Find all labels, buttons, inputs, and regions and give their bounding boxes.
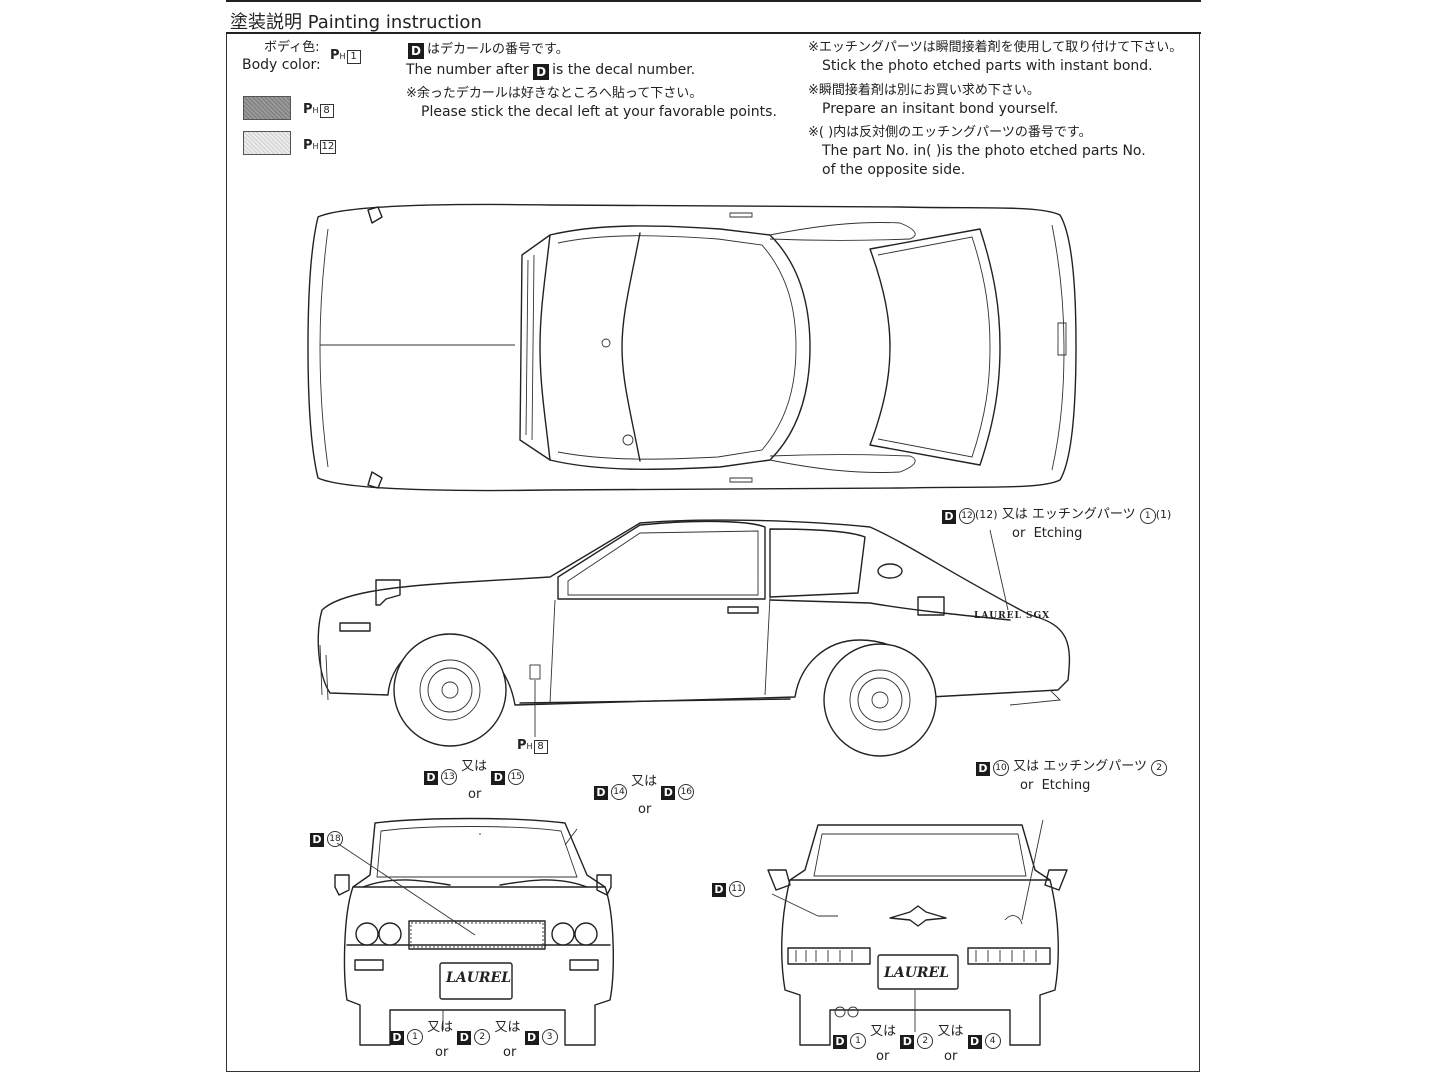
rear-plate-text: LAUREL (884, 965, 950, 981)
etching-note3-ja: ※( )内は反対側のエッチングパーツの番号です。 (808, 125, 1092, 140)
leftover-decal-note-en: Please stick the decal left at your favo… (421, 104, 777, 120)
etching-note1-en: Stick the photo etched parts with instan… (822, 58, 1153, 74)
instruction-frame (226, 34, 1200, 1072)
header-bar: 塗装説明 Painting instruction (226, 6, 1201, 34)
leftover-decal-note-ja: ※余ったデカールは好きなところへ貼って下さい。 (406, 86, 703, 101)
car-top-view (307, 203, 1077, 492)
paint-swatch-8 (243, 96, 291, 120)
callout-front-right-or: or (638, 802, 652, 817)
callout-front-bottom-or2: or (503, 1045, 517, 1060)
body-color-label-en: Body color: (242, 57, 321, 73)
callout-rear-bottom-or2: or (944, 1049, 958, 1064)
callout-side-badge-en: or Etching (1012, 526, 1083, 541)
car-side-view (317, 519, 1071, 757)
paint-swatch-12 (243, 131, 291, 155)
callout-front-bottom-or1: or (435, 1045, 449, 1060)
callout-rear-bottom-or1: or (876, 1049, 890, 1064)
page-title: 塗装説明 Painting instruction (230, 12, 482, 33)
side-emblem: LAUREL SGX (974, 611, 1051, 621)
callout-rear-top-en: or Etching (1020, 778, 1091, 793)
etching-note2-ja: ※瞬間接着剤は別にお買い求め下さい。 (808, 83, 1040, 98)
callout-front-top-or: or (468, 787, 482, 802)
body-color-label-ja: ボディ色: (264, 40, 320, 55)
etching-note3-en-a: The part No. in( )is the photo etched pa… (822, 143, 1146, 159)
car-rear-view (767, 820, 1068, 1046)
etching-note2-en: Prepare an insitant bond yourself. (822, 101, 1059, 117)
header-rule (226, 0, 1201, 2)
etching-note1-ja: ※エッチングパーツは瞬間接着剤を使用して取り付けて下さい。 (808, 40, 1183, 55)
front-plate-text: LAUREL (446, 970, 512, 986)
car-front-view (334, 817, 614, 1046)
etching-note3-en-b: of the opposite side. (822, 162, 966, 178)
